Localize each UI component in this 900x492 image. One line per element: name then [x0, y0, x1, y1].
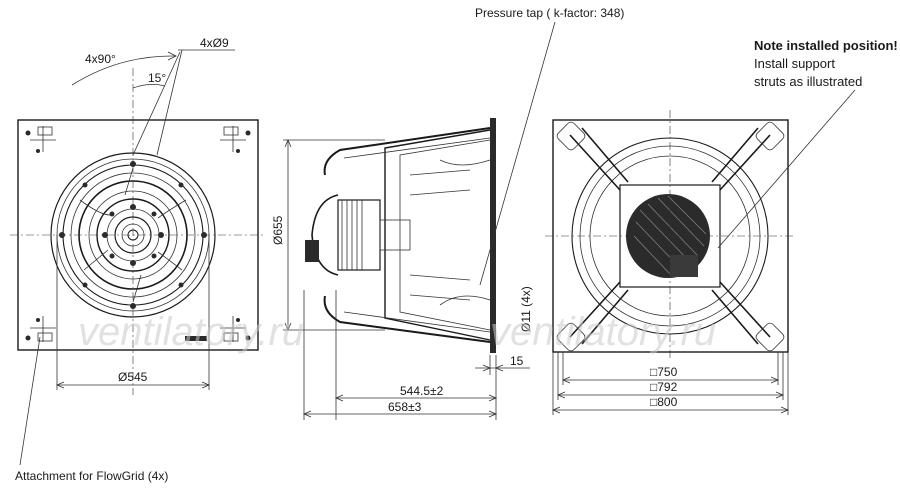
square-792-label: □792 — [650, 380, 678, 394]
note-title: Note installed position! — [754, 38, 898, 53]
note-line-2: struts as illustrated — [754, 74, 862, 89]
pressure-tap-note: Pressure tap ( k-factor: 348) — [475, 6, 624, 20]
flange-thickness-label: 15 — [510, 354, 524, 368]
watermark-right: ventilatory.ru — [490, 310, 716, 354]
impeller-diameter-label: Ø545 — [118, 370, 148, 384]
mount-hole-label: Ø11 (4x) — [519, 286, 533, 332]
note-line-1: Install support — [754, 56, 835, 71]
angle-90-label: 4x90° — [85, 52, 116, 66]
square-750-label: □750 — [650, 365, 678, 379]
side-view — [283, 21, 556, 420]
front-view — [10, 49, 265, 466]
inlet-diameter-label: Ø655 — [271, 215, 285, 245]
rear-view — [545, 89, 856, 415]
depth-658-label: 658±3 — [388, 400, 422, 414]
hole-diameter-label: 4xØ9 — [200, 36, 229, 50]
square-800-label: □800 — [650, 395, 678, 409]
depth-544-label: 544.5±2 — [400, 384, 444, 398]
watermark-left: ventilatory.ru — [78, 310, 304, 354]
angle-15-label: 15° — [148, 71, 166, 85]
attachment-note: Attachment for FlowGrid (4x) — [15, 469, 168, 483]
